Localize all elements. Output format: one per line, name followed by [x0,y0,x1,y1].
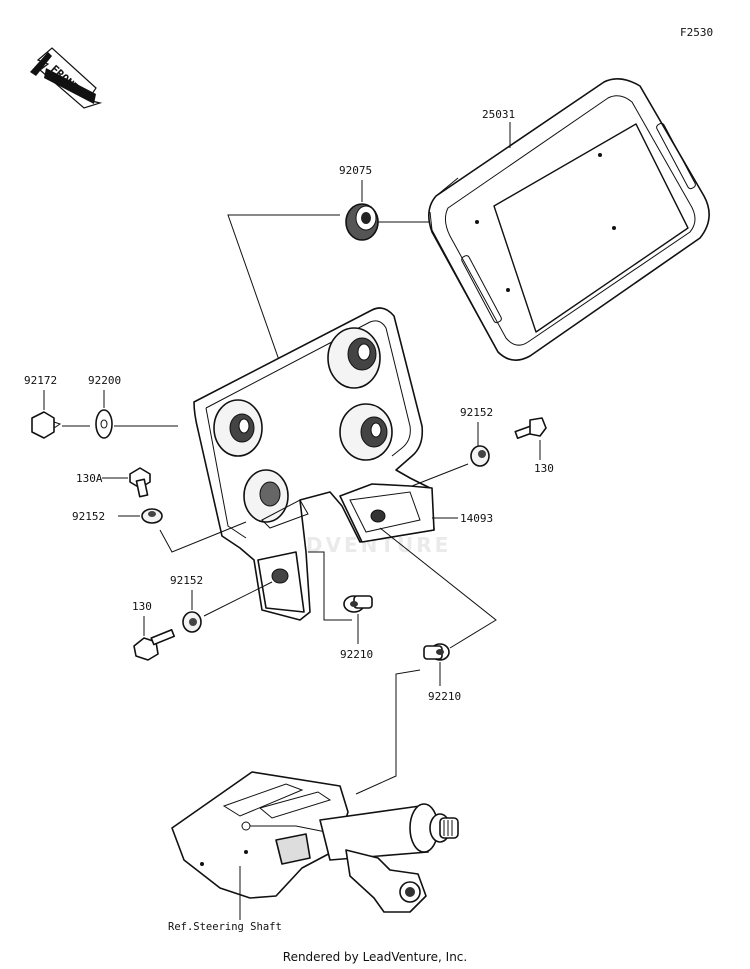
label-reference: Ref.Steering Shaft [168,921,282,933]
washer-92200 [95,409,113,439]
label-collar-lower-left: 92152 [170,574,203,587]
collar-92152-lower-left [182,611,202,633]
bolt-130-lower-left [133,628,176,661]
collar-92152-upper-left [141,508,163,524]
front-arrow-icon: FRONT [30,47,103,109]
bracket-14093 [339,483,435,543]
bolt-92172 [31,411,62,439]
label-meter: 25031 [482,108,515,121]
bolt-130a [129,467,151,498]
label-spacer-right: 92210 [428,690,461,703]
spacer-92210-right [423,643,450,661]
bolt-130-right [514,417,547,440]
label-collar-right: 92152 [460,406,493,419]
spacer-92210-center [343,595,373,613]
label-bolt-130-right: 130 [534,462,554,475]
label-bolt-92172: 92172 [24,374,57,387]
diagram-code: F2530 [680,26,713,39]
label-collar-upper-left: 92152 [72,510,105,523]
label-washer-92200: 92200 [88,374,121,387]
footer-credit: Rendered by LeadVenture, Inc. [282,950,468,964]
steering-shaft-bracket [171,771,459,913]
label-bolt-130a: 130A [76,472,103,485]
collar-92152-right [470,445,490,467]
grommet-part [345,203,379,241]
label-grommet: 92075 [339,164,372,177]
meter-bracket [193,307,435,621]
label-bolt-130-lower-left: 130 [132,600,152,613]
label-spacer-center: 92210 [340,648,373,661]
label-bracket: 14093 [460,512,493,525]
meter-assembly [428,78,710,361]
